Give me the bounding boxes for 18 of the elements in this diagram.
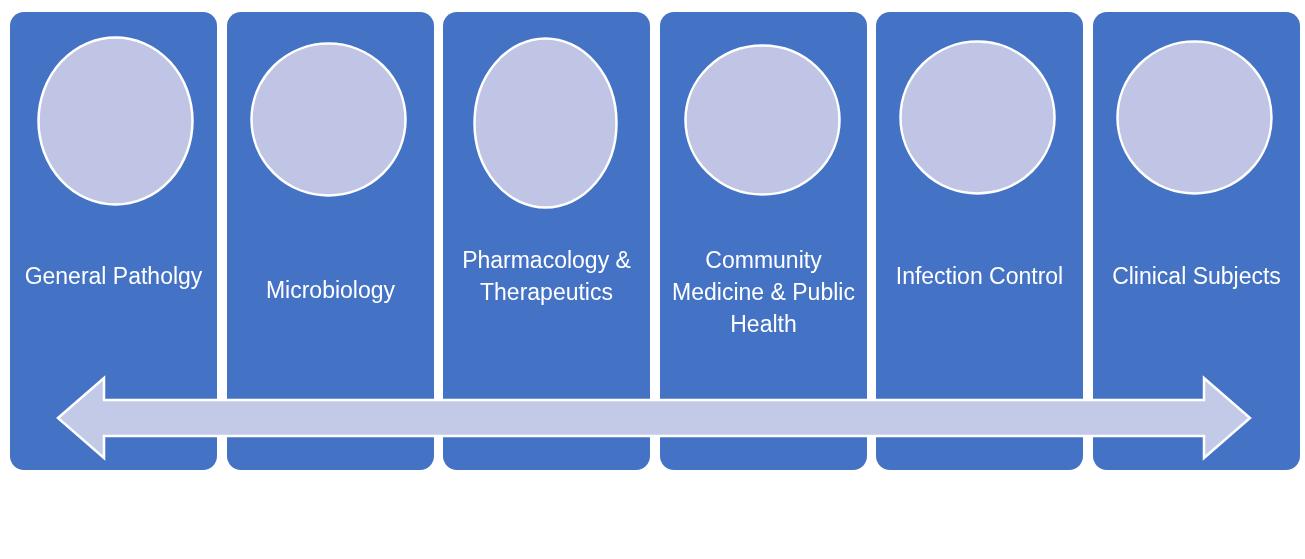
topic-panel xyxy=(876,12,1083,470)
circle-placeholder xyxy=(473,37,618,209)
circle-placeholder xyxy=(37,36,194,206)
topic-label: General Patholgy xyxy=(24,263,203,289)
topic-panel xyxy=(660,12,867,470)
topic-label: Pharmacology & Therapeutics xyxy=(462,247,631,305)
topic-label: Clinical Subjects xyxy=(1112,263,1281,289)
topic-panel xyxy=(227,12,434,470)
circle-placeholder xyxy=(250,42,407,197)
topic-panel xyxy=(10,12,217,470)
circle-placeholder xyxy=(1116,40,1273,195)
topic-label: Infection Control xyxy=(895,263,1064,289)
topic-label: Microbiology xyxy=(265,277,396,303)
topic-label: Community Medicine & Public Health xyxy=(672,247,855,337)
circle-placeholder xyxy=(899,40,1056,195)
topic-panel xyxy=(443,12,650,470)
topic-panel xyxy=(1093,12,1300,470)
circle-placeholder xyxy=(684,44,841,196)
